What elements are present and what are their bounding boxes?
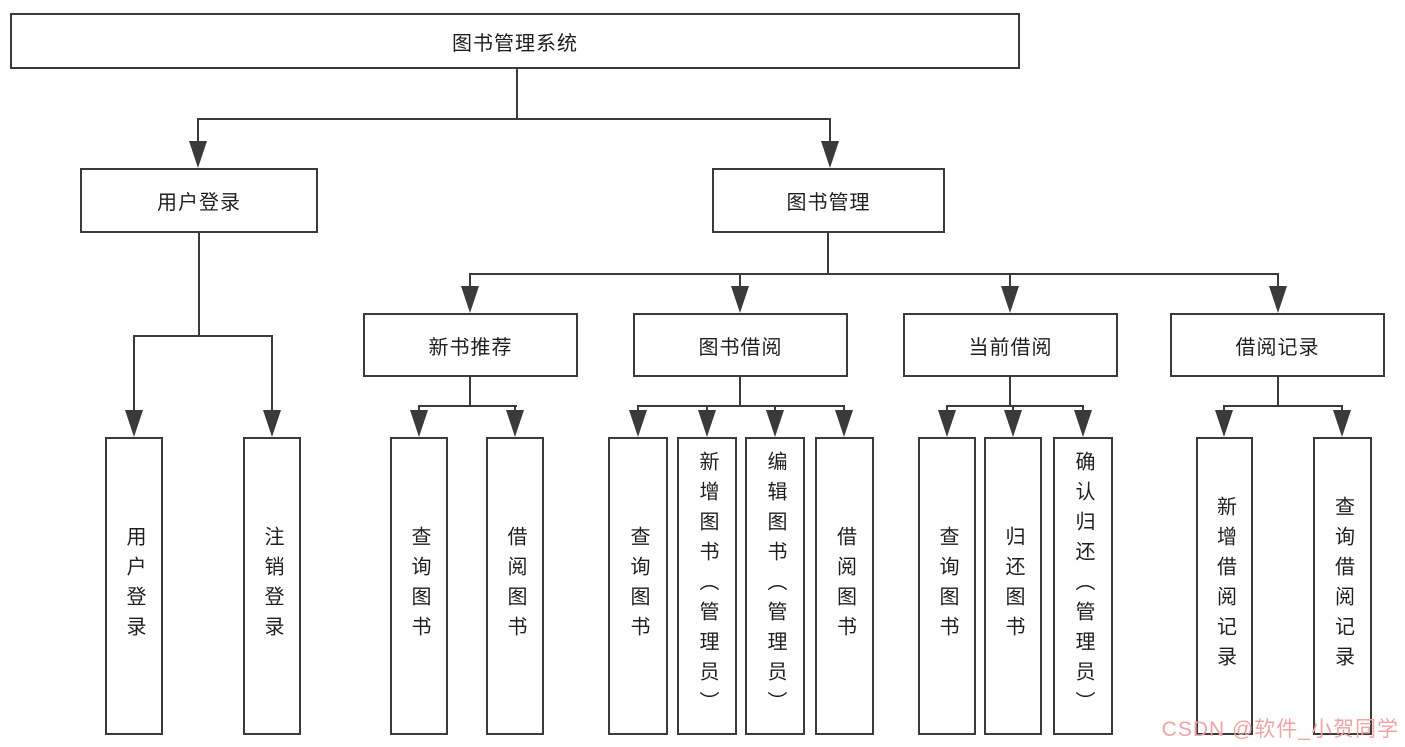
connector-current-drop bbox=[1009, 377, 1011, 405]
leaf-label: 查询图书 bbox=[408, 526, 430, 646]
leaf-borrow-books: 借阅图书 bbox=[815, 437, 874, 735]
leaf-query-books-current: 查询图书 bbox=[918, 437, 976, 735]
leaf-label: 注销登录 bbox=[261, 526, 283, 646]
connector-userlogin-drop bbox=[198, 233, 200, 335]
node-current-borrowing: 当前借阅 bbox=[903, 313, 1118, 377]
node-user-login: 用户登录 bbox=[80, 168, 318, 233]
leaf-borrow-books-recommend: 借阅图书 bbox=[486, 437, 544, 735]
leaf-label: 借阅图书 bbox=[504, 526, 526, 646]
arrowhead-leaf-confirm-c bbox=[1074, 410, 1092, 437]
arrowhead-leaf-logout bbox=[263, 410, 281, 437]
connector-root-hbar bbox=[197, 118, 831, 120]
arrowhead-leaf-query-c bbox=[938, 410, 956, 437]
leaf-label: 借阅图书 bbox=[833, 526, 856, 646]
connector-userlogin-hbar bbox=[133, 335, 273, 337]
leaf-edit-books-admin: 编辑图书（管理员） bbox=[745, 437, 805, 735]
arrowhead-borrowing bbox=[731, 286, 749, 313]
arrowhead-leaf-add-b bbox=[698, 410, 716, 437]
node-new-book-recommendation: 新书推荐 bbox=[363, 313, 578, 377]
leaf-label: 新增借阅记录 bbox=[1213, 496, 1236, 676]
leaf-add-books-admin: 新增图书（管理员） bbox=[677, 437, 737, 735]
arrowhead-leaf-user-login bbox=[125, 410, 143, 437]
leaf-confirm-return-admin: 确认归还（管理员） bbox=[1053, 437, 1113, 735]
arrowhead-leaf-add-rec bbox=[1215, 410, 1233, 437]
leaf-label: 新增图书（管理员） bbox=[696, 451, 718, 721]
leaf-query-books-recommend: 查询图书 bbox=[390, 437, 448, 735]
arrowhead-leaf-return-c bbox=[1004, 410, 1022, 437]
arrowhead-user-login bbox=[189, 141, 207, 168]
leaf-label: 编辑图书（管理员） bbox=[764, 451, 786, 721]
connector-bookmgmt-drop bbox=[827, 233, 829, 273]
node-borrowing-records: 借阅记录 bbox=[1170, 313, 1385, 377]
connector-to-leaf-user-login bbox=[133, 335, 135, 420]
connector-to-records bbox=[1277, 273, 1279, 295]
connector-records-drop bbox=[1277, 377, 1279, 405]
node-book-management: 图书管理 bbox=[712, 168, 945, 233]
arrowhead-recommend bbox=[461, 286, 479, 313]
connector-recommend-hbar bbox=[418, 405, 517, 407]
leaf-label: 查询图书 bbox=[936, 526, 958, 646]
arrowhead-book-management bbox=[821, 141, 839, 168]
leaf-label: 查询借阅记录 bbox=[1331, 496, 1354, 676]
leaf-query-books-borrowing: 查询图书 bbox=[608, 437, 668, 735]
connector-borrowing-drop bbox=[739, 377, 741, 405]
arrowhead-leaf-borrow-b bbox=[835, 410, 853, 437]
connector-records-hbar bbox=[1223, 405, 1343, 407]
arrowhead-leaf-query-r bbox=[410, 410, 428, 437]
node-book-borrowing: 图书借阅 bbox=[633, 313, 848, 377]
node-library-management-system: 图书管理系统 bbox=[10, 13, 1020, 69]
arrowhead-leaf-edit-b bbox=[766, 410, 784, 437]
leaf-label: 确认归还（管理员） bbox=[1072, 451, 1094, 721]
connector-to-recommend bbox=[469, 273, 471, 295]
connector-bookmgmt-hbar bbox=[469, 273, 1279, 275]
leaf-add-borrow-record: 新增借阅记录 bbox=[1196, 437, 1253, 735]
leaf-user-login: 用户登录 bbox=[105, 437, 163, 735]
leaf-query-borrow-record: 查询借阅记录 bbox=[1313, 437, 1372, 735]
leaf-label: 归还图书 bbox=[1002, 526, 1024, 646]
leaf-logout: 注销登录 bbox=[243, 437, 301, 735]
connector-current-hbar bbox=[946, 405, 1084, 407]
connector-to-current bbox=[1009, 273, 1011, 295]
connector-root-to-user-login bbox=[197, 118, 199, 158]
connector-root-to-book-management bbox=[829, 118, 831, 158]
connector-root-drop bbox=[516, 69, 518, 118]
arrowhead-records bbox=[1269, 286, 1287, 313]
connector-recommend-drop bbox=[469, 377, 471, 405]
leaf-label: 用户登录 bbox=[123, 526, 145, 646]
arrowhead-leaf-query-rec bbox=[1333, 410, 1351, 437]
arrowhead-leaf-query-b bbox=[629, 410, 647, 437]
connector-to-leaf-logout bbox=[271, 335, 273, 420]
arrowhead-current bbox=[1001, 286, 1019, 313]
csdn-watermark: CSDN @软件_小贺同学 bbox=[1161, 718, 1399, 741]
connector-borrowing-hbar bbox=[637, 405, 845, 407]
connector-to-borrowing bbox=[739, 273, 741, 295]
leaf-label: 查询图书 bbox=[627, 526, 649, 646]
leaf-return-books: 归还图书 bbox=[984, 437, 1042, 735]
arrowhead-leaf-borrow-r bbox=[506, 410, 524, 437]
